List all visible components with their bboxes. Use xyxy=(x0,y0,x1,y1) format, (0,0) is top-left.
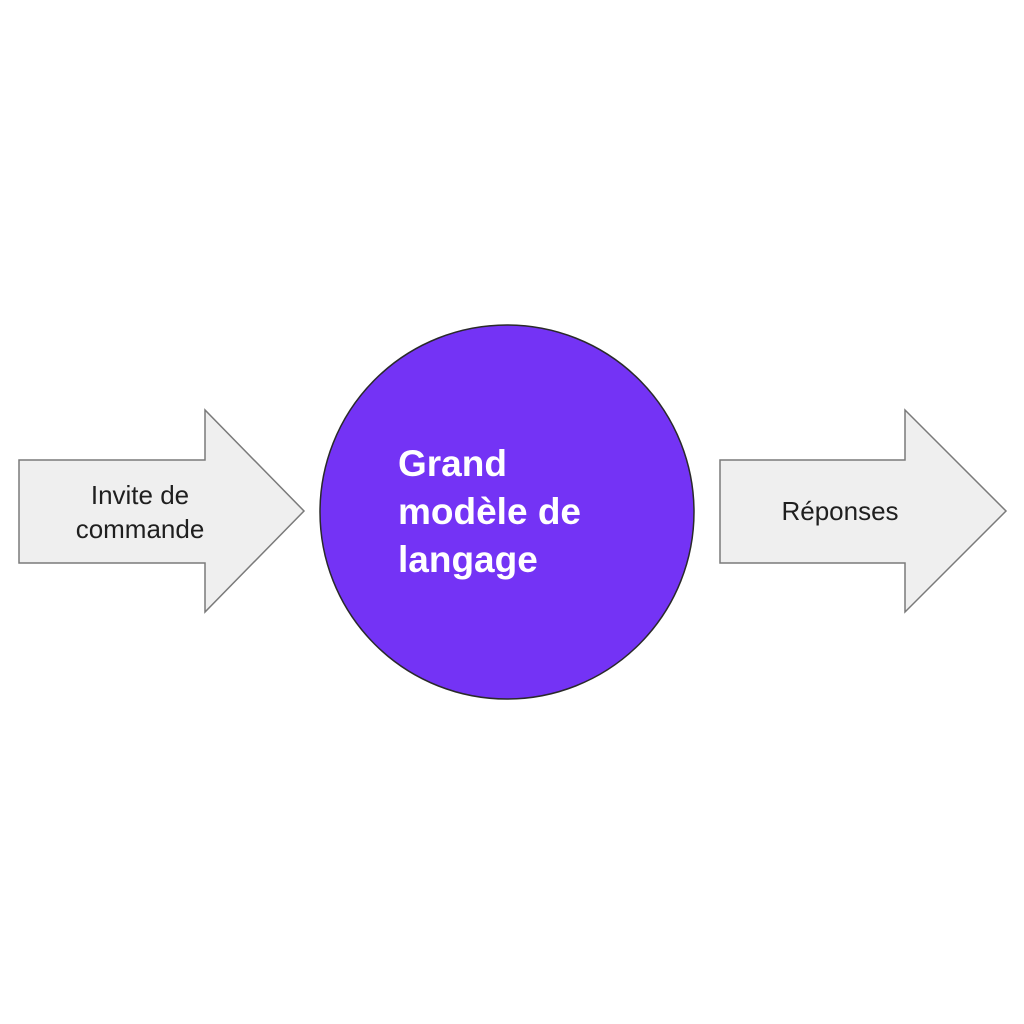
model-circle-label: Grand modèle de langage xyxy=(398,440,658,584)
model-circle xyxy=(319,324,695,700)
input-arrow xyxy=(18,408,306,614)
output-arrow xyxy=(719,408,1008,614)
input-label-line-1: Invite de xyxy=(90,480,190,510)
output-arrow-label: Réponses xyxy=(781,496,899,526)
model-label-line-1: Grand xyxy=(398,443,507,484)
input-arrow-label: Invite de commande xyxy=(40,478,240,546)
model-label-line-2: modèle de xyxy=(398,491,581,532)
model-label-line-3: langage xyxy=(398,539,538,580)
input-label-line-2: commande xyxy=(75,514,205,544)
